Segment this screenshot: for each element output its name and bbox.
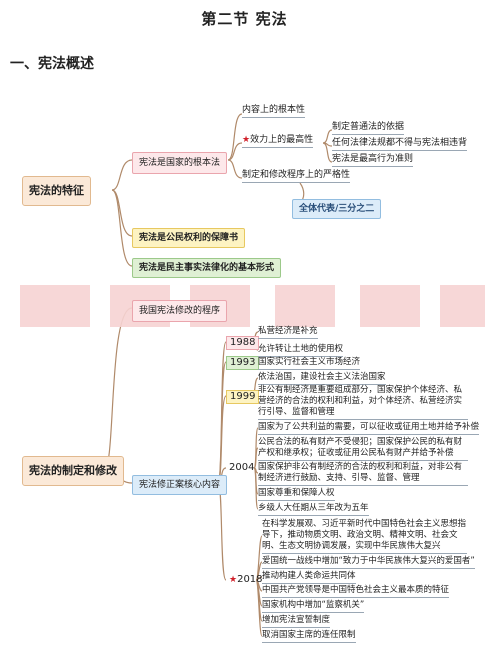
year-1999: 1999 — [226, 390, 260, 404]
year-2018-label: 2018 — [237, 574, 263, 585]
item-2004-non-public-rights: 国家保护非公有制经济的合法的权利和利益，对非公有制经济进行鼓励、支持、引导、监督… — [258, 462, 468, 486]
watermark-band — [0, 285, 489, 327]
item-1993-market-economy: 国家实行社会主义市场经济 — [258, 357, 361, 370]
subsection-title: 一、宪法概述 — [10, 56, 94, 72]
star-icon: ★ — [242, 135, 251, 145]
item-1999-non-public-economy: 非公有制经济是重要组成部分，国家保护个体经济、私营经济的合法的权利和利益，对个体… — [258, 385, 468, 420]
item-2018-united-front: 爱国统一战线中增加“致力于中华民族伟大复兴的爱国者” — [262, 556, 475, 569]
branch-democracy-legalization: 宪法是民主事实法律化的基本形式 — [132, 258, 282, 278]
item-2018-term-limit: 取消国家主席的连任限制 — [262, 630, 356, 643]
item-1988-land-use: 允许转让土地的使用权 — [258, 344, 344, 357]
item-2004-human-rights: 国家尊重和保障人权 — [258, 488, 335, 501]
item-2004-township-term: 乡级人大任期从三年改为五年 — [258, 503, 369, 516]
leaf-effect-supreme: ★效力上的最高性 — [242, 134, 314, 148]
year-1993: 1993 — [226, 356, 260, 370]
branch-fundamental-law: 宪法是国家的根本法 — [132, 152, 228, 174]
year-2018: ★2018 — [226, 574, 266, 586]
item-2018-community: 推动构建人类命运共同体 — [262, 571, 356, 584]
item-2004-land-requisition: 国家为了公共利益的需要，可以征收或征用土地并给予补偿 — [258, 422, 480, 435]
branch-amendment-procedure: 我国宪法修改的程序 — [132, 300, 228, 322]
effect-sub-highest-norm: 宪法是最高行为准则 — [332, 153, 414, 167]
section-title: 第二节 宪法 — [201, 10, 288, 28]
branch-amendment-core: 宪法修正案核心内容 — [132, 475, 228, 495]
procedure-note: 全体代表/三分之二 — [292, 199, 382, 219]
leaf-content-fundamental: 内容上的根本性 — [242, 104, 306, 118]
map1-root-node: 宪法的特征 — [22, 176, 91, 206]
effect-sub-basis: 制定普通法的依据 — [332, 121, 405, 135]
item-2018-supervisory-organ: 国家机构中增加“监察机关” — [262, 600, 365, 613]
year-2004: 2004 — [229, 462, 255, 473]
effect-sub-no-conflict: 任何法律法规都不得与宪法相违背 — [332, 137, 468, 151]
item-2018-oath-system: 增加宪法宣誓制度 — [262, 615, 331, 628]
map2-root-node: 宪法的制定和修改 — [22, 456, 124, 486]
leaf-procedure-strict: 制定和修改程序上的严格性 — [242, 169, 351, 183]
item-2004-private-property: 公民合法的私有财产不受侵犯；国家保护公民的私有财产权和继承权；征收或征用公民私有… — [258, 437, 468, 461]
star-icon: ★ — [229, 575, 238, 585]
item-2018-guiding-thought: 在科学发展观、习近平新时代中国特色社会主义思想指导下，推动物质文明、政治文明、精… — [262, 519, 467, 554]
item-1999-rule-of-law: 依法治国，建设社会主义法治国家 — [258, 372, 386, 385]
branch-rights-guarantee: 宪法是公民权利的保障书 — [132, 228, 246, 248]
year-1988: 1988 — [226, 336, 260, 350]
item-1988-private-economy: 私营经济是补充 — [258, 326, 318, 339]
leaf-effect-supreme-label: 效力上的最高性 — [250, 135, 314, 145]
item-2018-party-leadership: 中国共产党领导是中国特色社会主义最本质的特征 — [262, 585, 450, 598]
